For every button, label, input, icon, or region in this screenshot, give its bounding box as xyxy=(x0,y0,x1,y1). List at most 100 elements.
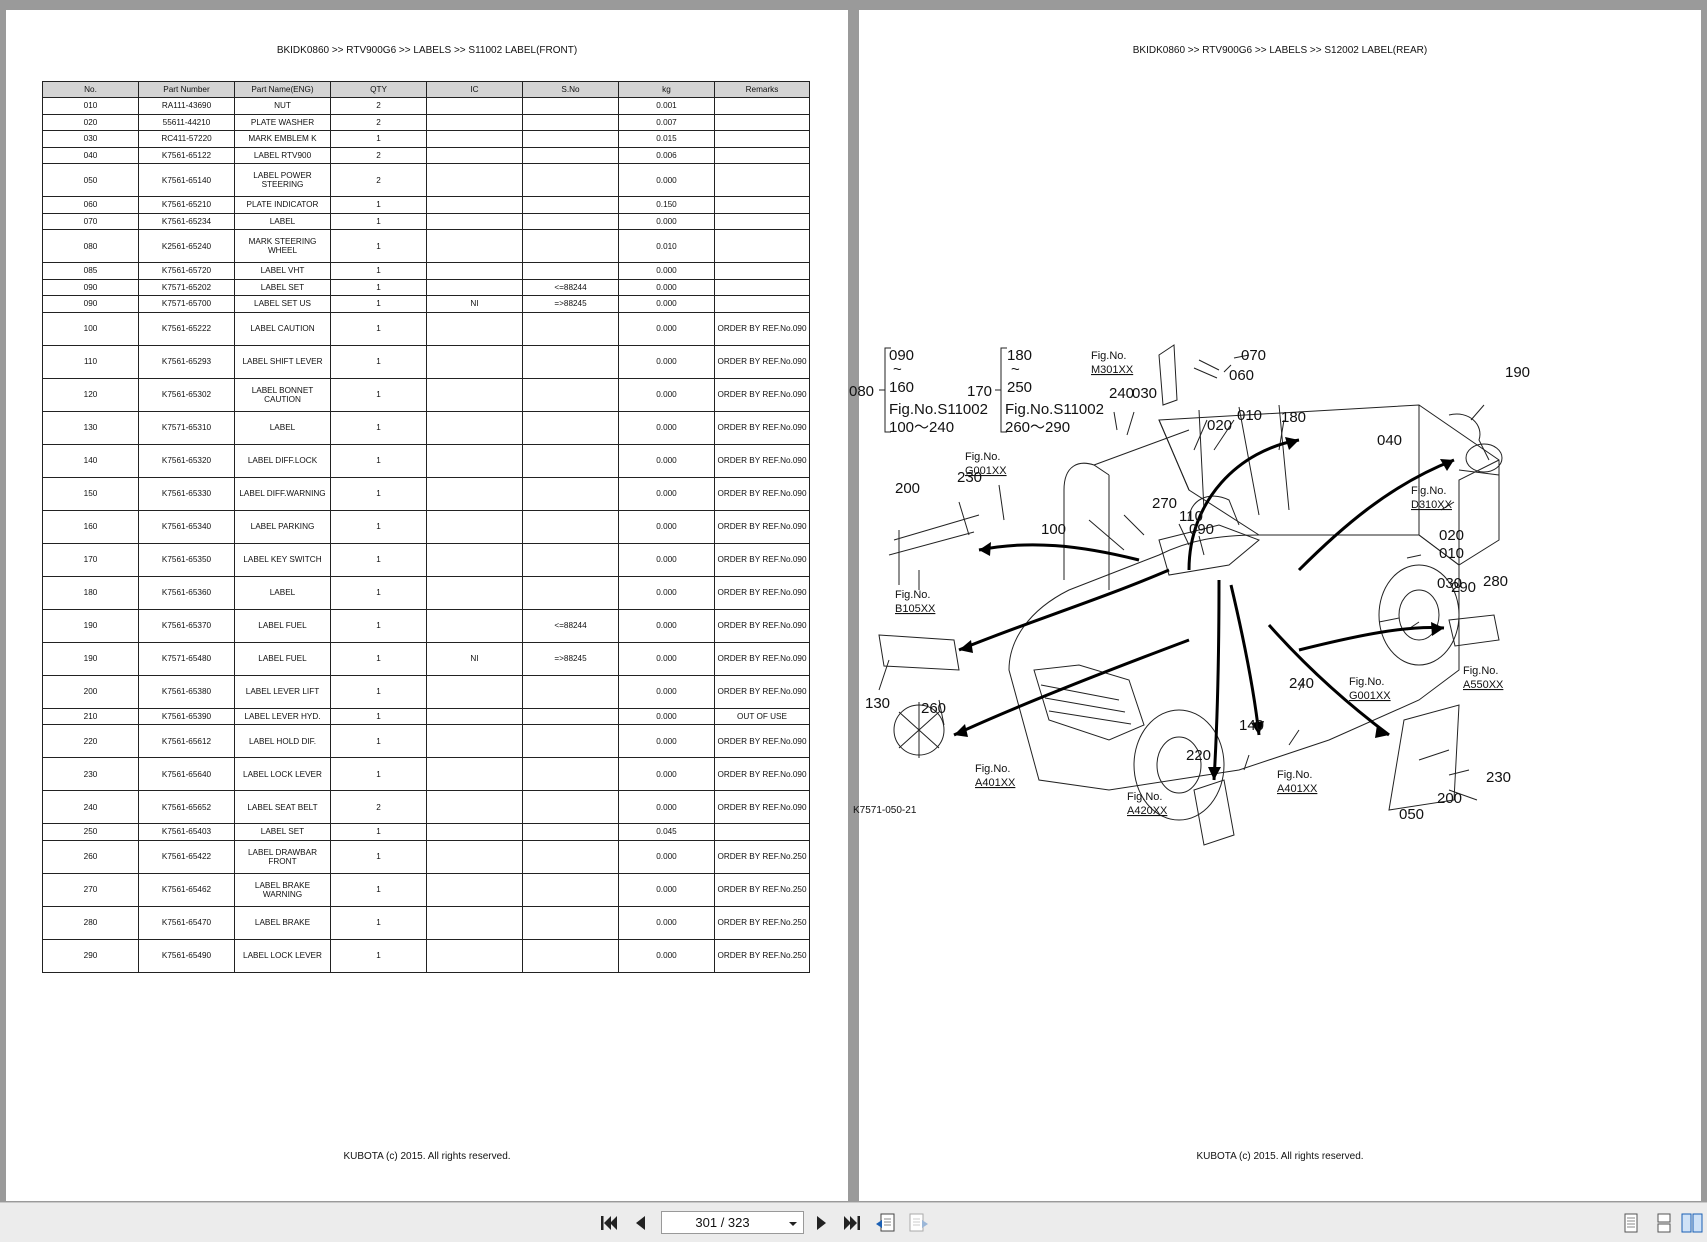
cell-kg: 0.000 xyxy=(618,262,715,280)
column-header-kg: kg xyxy=(618,81,715,98)
callout-number: 270 xyxy=(1152,495,1177,512)
cell-sno xyxy=(522,757,619,791)
cell-part-number: K7571-65310 xyxy=(138,410,235,445)
cell-part-name: LABEL DIFF.WARNING xyxy=(234,476,331,511)
first-page-button[interactable] xyxy=(597,1211,621,1235)
cell-part-number: K7561-65390 xyxy=(138,707,235,725)
cell-remarks: ORDER BY REF.No.090 xyxy=(714,575,810,610)
cell-part-number: K7561-65140 xyxy=(138,163,235,197)
label-range-090: 090 xyxy=(889,347,914,364)
callout-number: 100 xyxy=(1041,521,1066,538)
cell-ic xyxy=(426,113,523,131)
sub-bracket-m301 xyxy=(1158,344,1178,406)
cell-ic xyxy=(426,196,523,214)
cell-kg: 0.000 xyxy=(618,641,715,676)
cell-kg: 0.000 xyxy=(618,377,715,412)
page-footer: KUBOTA (c) 2015. All rights reserved. xyxy=(1196,1151,1364,1162)
cell-part-number: K7561-65293 xyxy=(138,344,235,379)
cell-qty: 2 xyxy=(330,113,427,131)
cell-remarks: ORDER BY REF.No.090 xyxy=(714,790,810,824)
cell-sno xyxy=(522,905,619,940)
cell-sno xyxy=(522,130,619,148)
cell-part-number: K7561-65462 xyxy=(138,872,235,907)
chevron-down-icon xyxy=(789,1222,797,1226)
cell-no: 050 xyxy=(42,163,139,197)
callout-number: 090 xyxy=(1189,521,1214,538)
cell-sno xyxy=(522,163,619,197)
single-page-icon xyxy=(1624,1213,1638,1233)
sub-panel-b105 xyxy=(878,634,960,671)
cell-ic xyxy=(426,674,523,709)
cell-no: 230 xyxy=(42,757,139,791)
cell-part-name: LABEL SHIFT LEVER xyxy=(234,344,331,379)
cell-sno xyxy=(522,575,619,610)
previous-page-button[interactable] xyxy=(628,1211,652,1235)
two-page-view-button[interactable] xyxy=(1680,1211,1704,1235)
drawing-code: K7571-050-21 xyxy=(853,805,917,816)
cell-sno xyxy=(522,823,619,841)
cell-part-name: LABEL CAUTION xyxy=(234,311,331,346)
cell-qty: 1 xyxy=(330,757,427,791)
continuous-view-button[interactable] xyxy=(1652,1211,1676,1235)
cell-remarks: OUT OF USE xyxy=(714,707,810,725)
label-fig-m301: M301XX xyxy=(1091,364,1134,376)
go-forward-button[interactable] xyxy=(906,1211,930,1235)
label-range-100-240: 100～240 xyxy=(889,419,954,436)
cell-sno xyxy=(522,229,619,263)
cell-part-number: K7561-65340 xyxy=(138,509,235,544)
column-header-remarks: Remarks xyxy=(714,81,810,98)
table-header-row: No. Part Number Part Name(ENG) QTY IC S.… xyxy=(42,81,810,98)
cell-qty: 1 xyxy=(330,823,427,841)
cell-remarks xyxy=(714,97,810,115)
cell-ic xyxy=(426,938,523,973)
cell-ic xyxy=(426,163,523,197)
label-fig-no: Fig.No. xyxy=(895,589,930,601)
column-header-no: No. xyxy=(42,81,139,98)
sub-panel-g001-right xyxy=(1388,704,1460,811)
cell-no: 130 xyxy=(42,410,139,445)
cell-kg: 0.015 xyxy=(618,130,715,148)
right-page: BKIDK0860 >> RTV900G6 >> LABELS >> S1200… xyxy=(849,10,1701,1201)
cell-part-number: K7561-65470 xyxy=(138,905,235,940)
arrow-to-bracket-a420 xyxy=(1212,579,1221,781)
cell-ic xyxy=(426,443,523,478)
cell-sno xyxy=(522,542,619,577)
arrow-to-fan xyxy=(953,638,1190,737)
cell-part-number: K7561-65302 xyxy=(138,377,235,412)
next-page-button[interactable] xyxy=(810,1211,834,1235)
label-170: 170 xyxy=(967,383,992,400)
single-page-view-button[interactable] xyxy=(1619,1211,1643,1235)
cell-part-name: LABEL SET US xyxy=(234,295,331,313)
cell-kg: 0.000 xyxy=(618,509,715,544)
label-range-250: 250 xyxy=(1007,379,1032,396)
callout-number: 200 xyxy=(895,480,920,497)
cell-remarks: ORDER BY REF.No.090 xyxy=(714,641,810,676)
arrow-to-lever xyxy=(978,543,1140,562)
cell-sno xyxy=(522,707,619,725)
cell-sno xyxy=(522,674,619,709)
label-fig-no: Fig.No. xyxy=(965,451,1000,463)
last-page-button[interactable] xyxy=(840,1211,864,1235)
roll-bar xyxy=(1063,429,1190,590)
arrow-to-battery xyxy=(1298,626,1445,652)
go-back-icon xyxy=(876,1213,895,1232)
page-number-select[interactable]: 301 / 323 xyxy=(661,1211,804,1234)
column-header-qty: QTY xyxy=(330,81,427,98)
cell-qty: 1 xyxy=(330,839,427,874)
cell-ic xyxy=(426,130,523,148)
cell-part-number: K7571-65700 xyxy=(138,295,235,313)
go-back-button[interactable] xyxy=(874,1211,898,1235)
cell-sno xyxy=(522,262,619,280)
cell-part-name: LABEL DRAWBAR FRONT xyxy=(234,839,331,874)
cell-qty: 1 xyxy=(330,262,427,280)
